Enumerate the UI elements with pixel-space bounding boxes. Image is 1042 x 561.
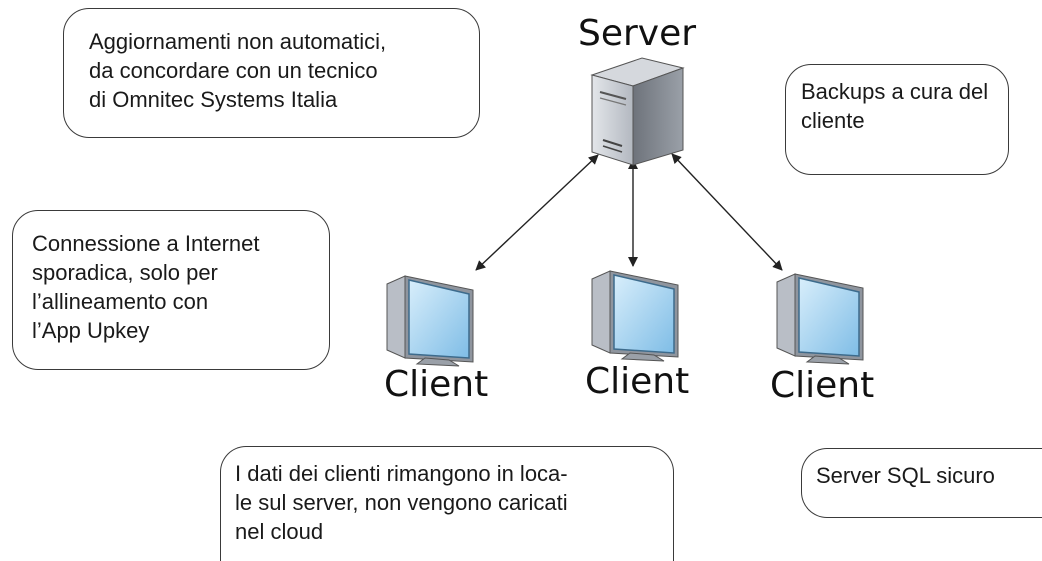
client-label-1: Client	[384, 364, 489, 405]
link-server-client-3	[671, 153, 783, 271]
note-local-data: I dati dei clienti rimangono in loca- le…	[220, 446, 674, 561]
desktop-computer-icon-3	[776, 273, 864, 365]
note-sql: Server SQL sicuro	[801, 448, 1042, 518]
link-server-client-1	[475, 154, 599, 271]
client-label-2: Client	[585, 361, 690, 402]
desktop-computer-icon-1	[386, 275, 474, 367]
server-label: Server	[578, 13, 697, 54]
note-updates: Aggiornamenti non automatici, da concord…	[63, 8, 480, 138]
desktop-computer-icon-2	[591, 270, 679, 362]
client-label-3: Client	[770, 365, 875, 406]
note-connection: Connessione a Internet sporadica, solo p…	[12, 210, 330, 370]
server-tower-icon	[590, 57, 685, 166]
note-backups: Backups a cura del cliente	[785, 64, 1009, 175]
